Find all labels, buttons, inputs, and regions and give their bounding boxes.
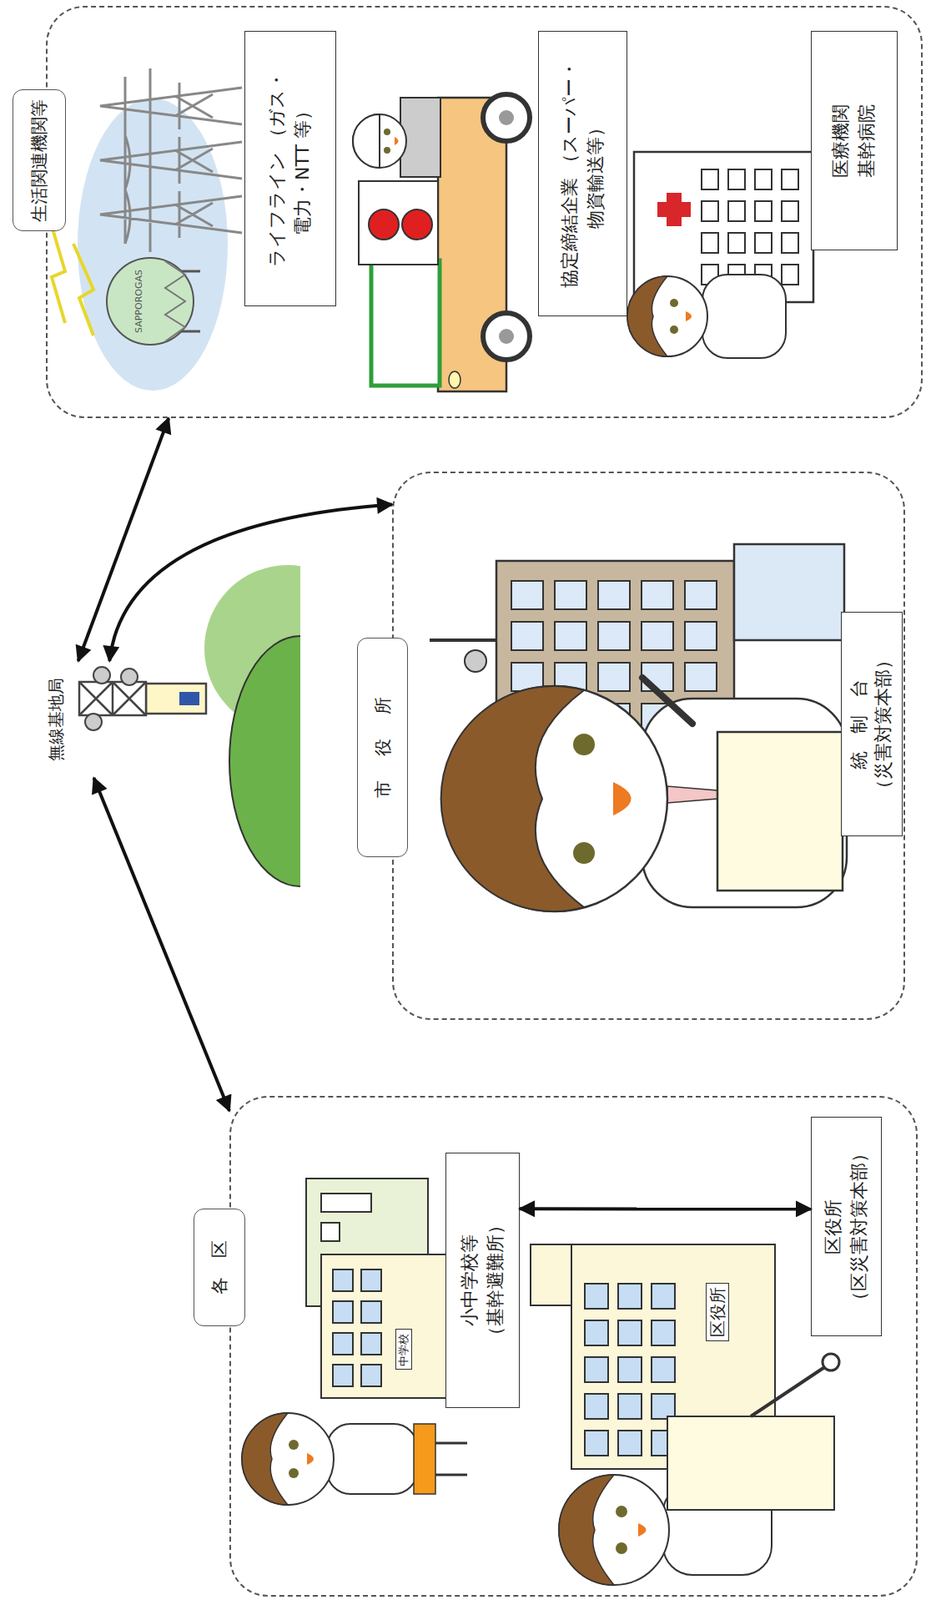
box-text: 協定締結企業 （スーパー・物資輸送等） (557, 44, 609, 303)
eye (669, 325, 679, 334)
radio-link-arrow (78, 417, 169, 661)
roof-antenna (464, 649, 487, 672)
label-box: ライフライン （ガス・電力・NTT 等） (244, 30, 337, 307)
mouth (638, 1522, 647, 1536)
ward-person-head (558, 1474, 670, 1585)
gas-tank (106, 257, 194, 345)
box-text: 医療機関 基幹病院 (828, 104, 881, 178)
driver-head (352, 114, 407, 168)
hair (558, 1474, 614, 1585)
label-box: 小中学校等 （基幹避難所） (445, 1152, 520, 1408)
school-person-body (327, 1423, 418, 1494)
legs (435, 1442, 468, 1475)
radio-link-arrow (519, 1206, 811, 1210)
label-box: 医療機関 基幹病院 (810, 30, 898, 251)
school-front (321, 1253, 449, 1398)
operator-hair (441, 685, 584, 911)
hub (498, 110, 514, 126)
logo-circle (368, 209, 399, 240)
base-station: 無線基地局 (41, 660, 146, 778)
eye (288, 1439, 299, 1450)
driver-cap (352, 114, 380, 168)
red-cross (657, 192, 691, 227)
antenna-dish (85, 713, 102, 730)
mouth (394, 136, 399, 146)
box-text: 無線基地局 (41, 677, 68, 761)
station-window (179, 691, 200, 705)
mouth (685, 311, 692, 322)
school-person-skirt (413, 1423, 436, 1494)
eye (573, 733, 595, 755)
eye (288, 1467, 299, 1478)
tank-lettering: SAPPOROGAS (133, 269, 145, 333)
radio-link-arrow (94, 777, 231, 1111)
mouth (306, 1452, 314, 1465)
group-region: 市 役 所統 制 台 （災害対策本部） (392, 471, 906, 1020)
box-text: ライフライン （ガス・電力・NTT 等） (264, 43, 317, 294)
label-box: 区役所 （区災害対策本部） (810, 1116, 882, 1336)
city-hall-wing (734, 543, 845, 640)
school-person-head (241, 1412, 334, 1505)
handset (642, 677, 693, 724)
school-window (321, 1222, 340, 1241)
box-text: 統 制 台 （災害対策本部） (847, 640, 896, 808)
hills (204, 564, 301, 886)
operator-tie (667, 785, 718, 803)
radio-desk (667, 1415, 835, 1510)
tower-lattice (79, 681, 146, 715)
eye (383, 128, 391, 136)
control-desk (717, 731, 843, 891)
group-region: 生活関連機関等ライフライン （ガス・電力・NTT 等）協定締結企業 （スーパー・… (45, 5, 923, 418)
group-heading: 生活関連機関等 (12, 89, 66, 232)
power-pylons (100, 68, 242, 252)
station-building (145, 683, 207, 714)
wheel (483, 94, 530, 141)
hub (498, 328, 514, 344)
sky (77, 98, 228, 391)
box-text: 小中学校等 （基幹避難所） (457, 1196, 509, 1364)
operator-body (642, 698, 847, 907)
wheel (483, 312, 530, 360)
mic-stand (750, 1365, 826, 1416)
hill (229, 635, 301, 886)
label-box: 協定締結企業 （スーパー・物資輸送等） (538, 30, 628, 317)
antenna-dish (93, 666, 111, 684)
logo-circle (402, 209, 433, 240)
tank-frame (165, 261, 186, 342)
antenna-dish (120, 668, 138, 685)
hospital-windows (700, 158, 808, 286)
tower-braces (79, 681, 146, 715)
label-box: 統 制 台 （災害対策本部） (840, 611, 903, 836)
roof-antenna (429, 638, 497, 642)
nurse-hair (627, 276, 668, 357)
eye (573, 841, 595, 864)
headlight (448, 371, 461, 388)
truck-cargo (371, 260, 440, 386)
hair (241, 1412, 288, 1505)
school-window (321, 1192, 372, 1212)
school-sign: 中学校 (395, 1328, 413, 1370)
mic (822, 1353, 840, 1370)
nurse-body (702, 274, 786, 358)
eye (615, 1541, 628, 1554)
group-region: 各 区小中学校等 （基幹避難所）区役所 （区災害対策本部） (229, 1095, 918, 1596)
nurse-head (627, 276, 708, 357)
lightning (73, 243, 94, 336)
truck-panel (358, 181, 438, 265)
radio-link-arrow (109, 503, 393, 661)
box-text: 区役所 （区災害対策本部） (820, 1134, 873, 1319)
mouth (613, 781, 632, 816)
eye (669, 298, 679, 307)
group-heading: 各 区 (193, 1207, 246, 1326)
office-sign: 区役所 (705, 1282, 730, 1341)
eye (615, 1504, 628, 1517)
group-heading: 市 役 所 (357, 637, 408, 857)
eye (383, 146, 391, 154)
school-windows (332, 1259, 389, 1387)
